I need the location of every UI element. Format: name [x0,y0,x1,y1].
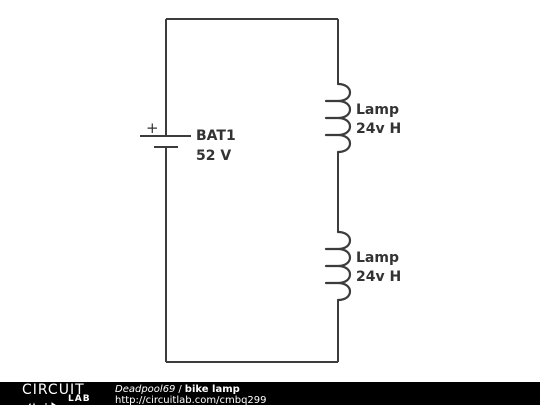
logo-circuit-text: CIRCUIT [22,382,85,398]
lamp-1-label-line1: Lamp [356,102,399,118]
lamp-2-coil [324,230,352,302]
circuit-meta: Deadpool69/bike lamp http://circuitlab.c… [115,384,267,406]
lamp-2-label-line1: Lamp [356,250,399,266]
lamp-1-coil [324,82,352,154]
lamp-1-label-line2: 24v H [356,121,401,137]
author-name[interactable]: Deadpool69 [115,384,176,395]
battery-name-label: BAT1 [196,128,236,144]
logo-lab-text: LAB [68,394,91,404]
battery-value-label: 52 V [196,148,231,164]
meta-line-1: Deadpool69/bike lamp [115,384,267,395]
battery-bat1: + BAT1 52 V [140,119,236,164]
circuitlab-logo[interactable]: CIRCUIT LAB [22,382,94,412]
circuit-url[interactable]: http://circuitlab.com/cmbq299 [115,395,267,406]
lamp-2: Lamp 24v H [324,230,401,302]
battery-polarity-plus: + [146,119,159,137]
meta-separator: / [178,384,182,395]
circuit-title[interactable]: bike lamp [184,384,240,395]
logo-lab-row: LAB [22,394,94,412]
lamp-1: Lamp 24v H [324,82,401,154]
logo-circuit-symbol-icon [22,402,66,412]
lamp-2-label-line2: 24v H [356,269,401,285]
footer-bar: CIRCUIT LAB Deadpool69/bike lamp http://… [0,382,540,412]
circuit-schematic: + BAT1 52 V Lamp 24v H Lamp 24v H [140,18,401,363]
